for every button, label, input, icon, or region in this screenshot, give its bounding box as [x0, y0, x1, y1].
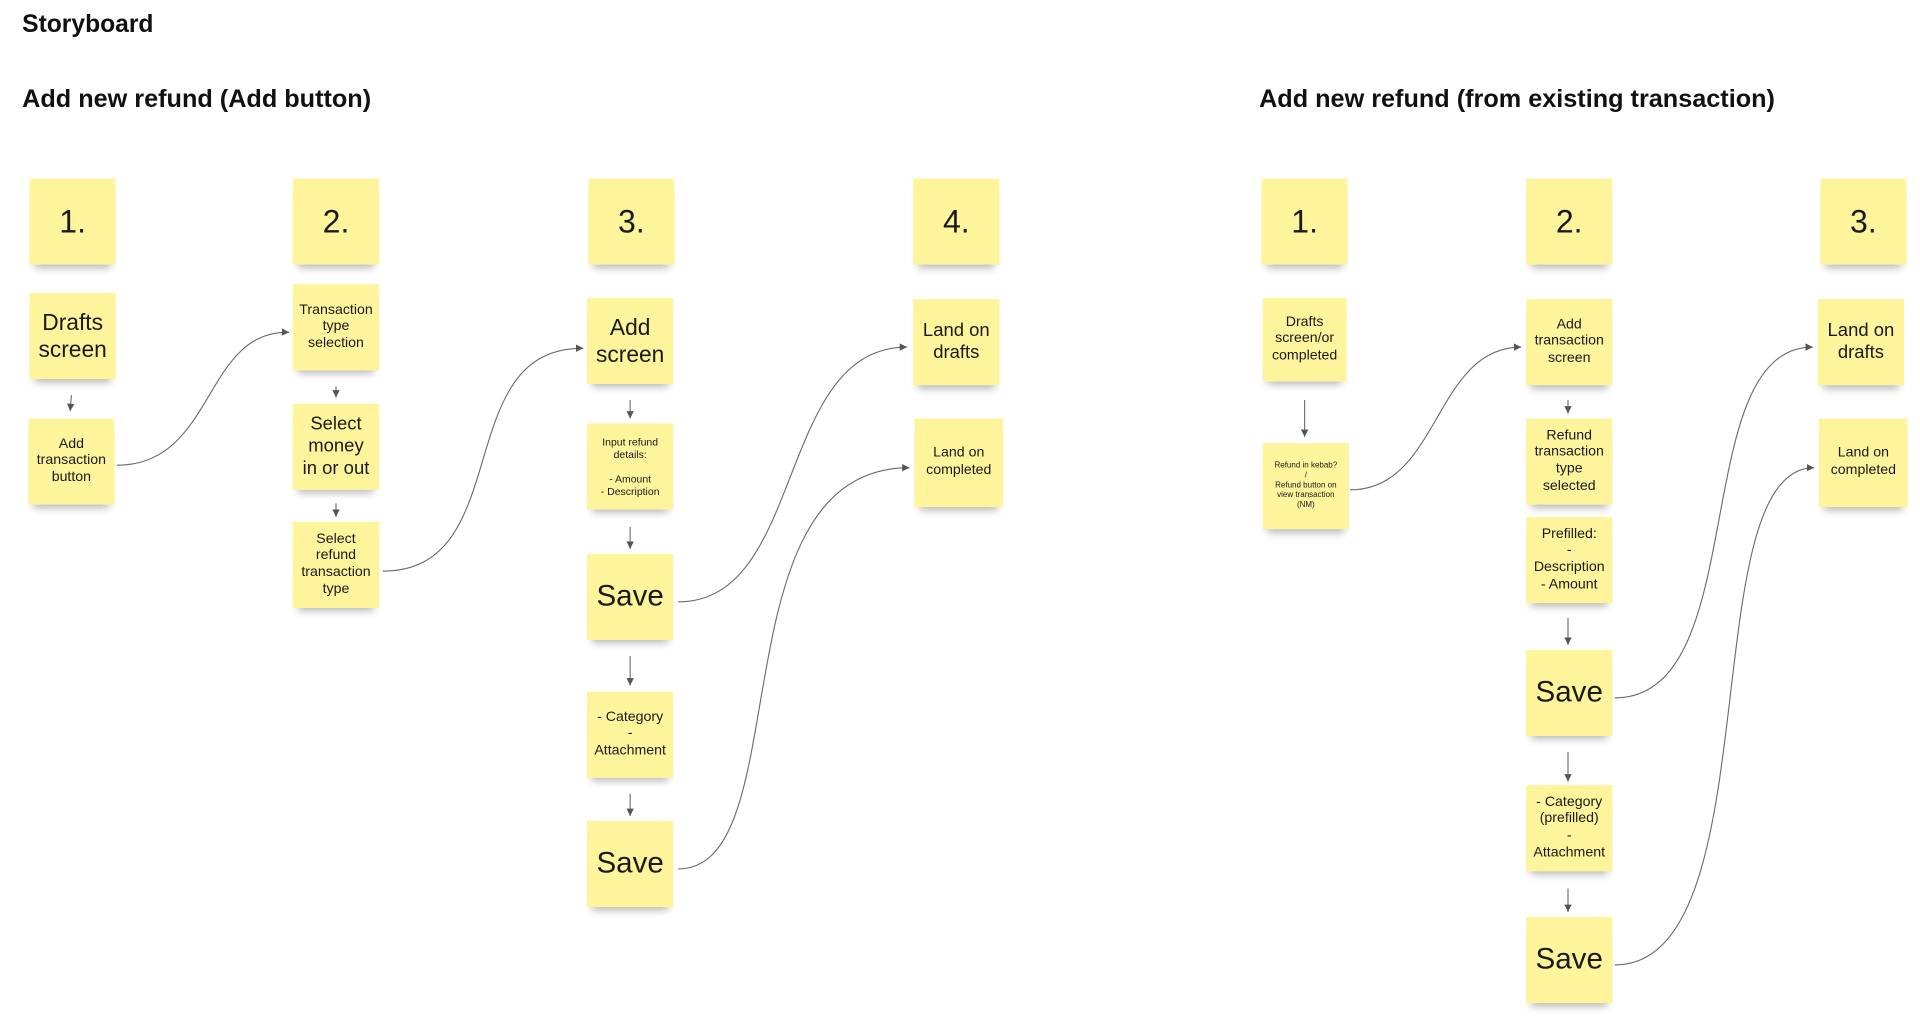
sticky-save[interactable]: Save — [587, 820, 674, 908]
sticky-save[interactable]: Save — [1526, 649, 1613, 736]
sticky-save[interactable]: Save — [1526, 916, 1613, 1004]
sticky-transaction-type-selection[interactable]: Transaction type selection — [292, 284, 380, 371]
section-title-add-button: Add new refund (Add button) — [22, 84, 372, 114]
sticky-prefilled[interactable]: Prefilled: - Description - Amount — [1526, 516, 1613, 604]
curve-r-refund-to-add — [1350, 343, 1522, 491]
curve-r-save-to-drafts — [1614, 343, 1813, 699]
sticky-land-on-drafts[interactable]: Land on drafts — [1817, 299, 1904, 386]
sticky-land-on-completed[interactable]: Land on completed — [1819, 418, 1908, 508]
sticky-add-transaction-screen[interactable]: Add transaction screen — [1526, 299, 1613, 386]
sticky-refund-in-kebab[interactable]: Refund in kebab? / Refund button on view… — [1262, 443, 1349, 530]
curve-l-refund-to-add — [382, 344, 584, 572]
curve-l-save-to-completed — [678, 464, 910, 870]
sticky-category-attachment[interactable]: - Category - Attachment — [587, 691, 674, 778]
sticky-drafts-or-completed[interactable]: Drafts screen/or completed — [1262, 297, 1347, 382]
sticky-step-number[interactable]: 3. — [588, 178, 675, 265]
sticky-input-refund-details[interactable]: Input refund details: - Amount - Descrip… — [587, 423, 674, 510]
sticky-refund-type-selected[interactable]: Refund transaction type selected — [1526, 418, 1613, 505]
sticky-step-number[interactable]: 1. — [1261, 178, 1348, 265]
sticky-select-money-in-out[interactable]: Select money in or out — [292, 403, 380, 490]
page-title: Storyboard — [22, 11, 154, 39]
curve-l-add-to-type — [116, 328, 290, 466]
sticky-step-number[interactable]: 2. — [1526, 178, 1613, 265]
sticky-add-screen[interactable]: Add screen — [587, 297, 674, 384]
curve-r-save-to-completed — [1614, 464, 1815, 966]
sticky-step-number[interactable]: 3. — [1820, 178, 1907, 265]
sticky-step-number[interactable]: 2. — [292, 178, 380, 265]
sticky-land-on-completed[interactable]: Land on completed — [914, 418, 1004, 508]
sticky-drafts-screen[interactable]: Drafts screen — [29, 292, 116, 380]
arrow-l1-drafts-to-add — [67, 395, 75, 412]
sticky-category-prefilled-attachment[interactable]: - Category (prefilled) - Attachment — [1526, 785, 1613, 872]
sticky-step-number[interactable]: 4. — [913, 178, 1000, 265]
curve-l-save-to-drafts — [678, 343, 908, 603]
sticky-save[interactable]: Save — [587, 553, 674, 640]
sticky-add-transaction-button[interactable]: Add transaction button — [28, 418, 115, 505]
sticky-step-number[interactable]: 1. — [29, 178, 116, 265]
sticky-land-on-drafts[interactable]: Land on drafts — [913, 299, 1000, 386]
section-title-existing-transaction: Add new refund (from existing transactio… — [1259, 84, 1775, 114]
sticky-select-refund-type[interactable]: Select refund transaction type — [292, 521, 380, 608]
